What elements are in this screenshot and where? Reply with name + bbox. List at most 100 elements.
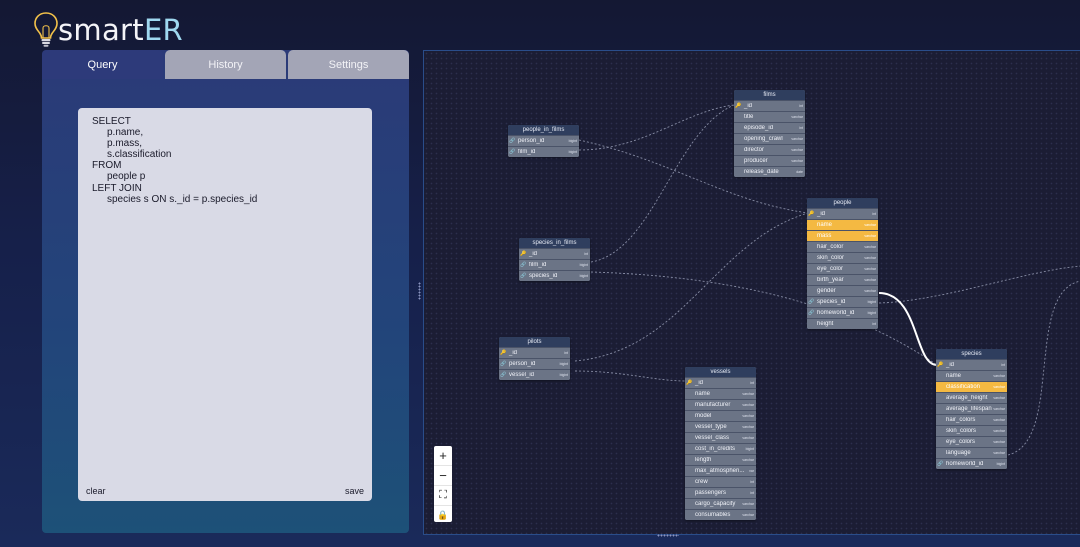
- column-name: species_id: [817, 299, 846, 305]
- zoom-out-button[interactable]: −: [434, 466, 452, 486]
- fit-view-button[interactable]: ⛶: [434, 486, 452, 506]
- column-name: homeworld_id: [817, 310, 855, 316]
- save-button[interactable]: save: [344, 486, 364, 496]
- column-name: name: [946, 373, 962, 379]
- column-type: int: [799, 104, 803, 108]
- table-column-row[interactable]: max_atmospheri...var: [685, 465, 756, 476]
- column-type: varchar: [993, 385, 1005, 389]
- tab-settings[interactable]: Settings: [288, 50, 409, 79]
- tab-history[interactable]: History: [165, 50, 286, 79]
- tab-query[interactable]: Query: [42, 50, 163, 79]
- column-name: average_lifespan: [946, 406, 992, 412]
- key-icon: 🔑: [937, 362, 944, 368]
- sql-line: p.name,: [107, 127, 144, 139]
- column-type: varchar: [993, 418, 1005, 422]
- column-name: skin_colors: [946, 428, 977, 434]
- table-column-row[interactable]: 🔗homeworld_id bigint: [936, 458, 1007, 469]
- column-type: bigint: [568, 150, 577, 154]
- column-name: release_date: [744, 169, 779, 175]
- edge-people_in_films-person: [578, 139, 809, 214]
- column-type: bigint: [867, 311, 876, 315]
- clear-button[interactable]: clear: [86, 486, 106, 496]
- zoom-in-button[interactable]: +: [434, 446, 452, 466]
- panel-resize-handle[interactable]: [418, 282, 421, 300]
- column-name: language: [946, 450, 971, 456]
- canvas-resize-handle[interactable]: [657, 534, 679, 537]
- column-type: varchar: [993, 429, 1005, 433]
- column-type: int: [799, 126, 803, 130]
- edge-species_in_films-film: [590, 104, 735, 263]
- key-icon: 🔑: [500, 350, 507, 356]
- link-icon: 🔗: [937, 461, 944, 467]
- column-name: max_atmospheri...: [695, 468, 745, 474]
- column-name: homeworld_id: [946, 461, 984, 467]
- column-type: varchar: [791, 148, 803, 152]
- column-type: int: [564, 351, 568, 355]
- lock-button[interactable]: 🔒: [437, 510, 449, 520]
- column-type: bigint: [996, 462, 1005, 466]
- link-icon: 🔗: [509, 138, 516, 144]
- column-type: bigint: [568, 139, 577, 143]
- column-type: varchar: [742, 513, 754, 517]
- column-name: hair_color: [817, 244, 844, 250]
- table-column-row[interactable]: skin_colors varchar: [936, 425, 1007, 436]
